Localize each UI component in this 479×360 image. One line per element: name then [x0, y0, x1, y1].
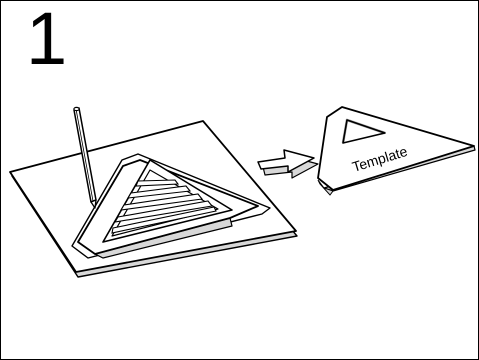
step-number: 1: [26, 0, 68, 80]
traced-template-outline: [71, 153, 271, 259]
arrow-right-icon: [257, 149, 319, 179]
gable-vent-template: [77, 159, 259, 259]
pencil-icon: [73, 106, 97, 209]
cut-template: Template: [317, 106, 476, 196]
